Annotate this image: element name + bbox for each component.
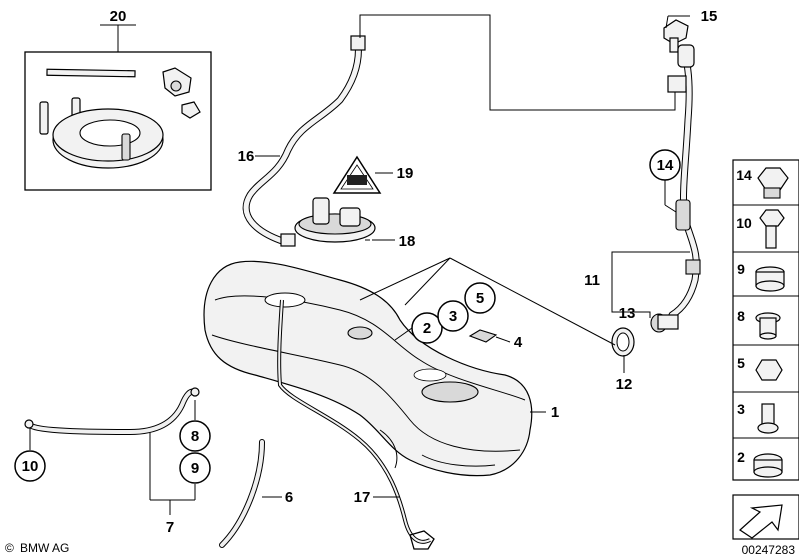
copyright-symbol: © [5,541,14,555]
side-label-3: 8 [737,308,745,324]
fuel-tank-1 [203,260,533,477]
callout-15: 15 [701,8,718,25]
callout-9: 9 [191,460,199,477]
side-label-2: 9 [737,261,745,277]
leader-line-16-15 [359,14,676,111]
callout-14: 14 [657,157,674,174]
callout-19: 19 [397,165,414,182]
callout-3: 3 [449,308,457,325]
callout-13: 13 [619,305,636,322]
tank-strap-6 [219,439,265,548]
bolt-icon [759,209,785,227]
filler-pipe [663,19,701,319]
tank-strap-7 [24,387,200,436]
callout-12: 12 [616,376,633,393]
callout-8: 8 [191,428,199,445]
callout-11: 11 [584,272,600,289]
callout-1: 1 [551,404,559,421]
callout-18: 18 [399,233,416,250]
pad-4 [468,329,498,343]
inset-part-20 [24,25,212,191]
brand-name: BMW AG [20,541,69,555]
hardware-panel: 14 10 9 8 5 3 2 [732,159,799,481]
callout-20: 20 [110,8,127,25]
vent-line-16 [242,35,366,247]
callout-4: 4 [514,334,523,351]
callout-16: 16 [238,148,255,165]
diagram-number: 00247283 [742,543,796,557]
side-label-6: 2 [737,449,745,465]
leader-lines [29,15,690,515]
seal-ring-12-13 [611,313,679,357]
line-17 [277,299,435,550]
direction-arrow-icon [732,494,799,540]
callout-circles [14,149,681,484]
side-label-1: 10 [736,215,752,231]
callout-7: 7 [166,519,174,536]
callout-17: 17 [354,489,371,506]
warning-label-19 [332,155,382,194]
callout-5: 5 [476,290,484,307]
pump-flange-18 [294,197,376,243]
hex-nut-icon [755,359,783,381]
side-label-0: 14 [736,167,752,183]
callout-6: 6 [285,489,293,506]
side-label-5: 3 [737,401,745,417]
side-label-4: 5 [737,355,745,371]
callout-10: 10 [22,458,39,475]
callout-2: 2 [423,320,431,337]
